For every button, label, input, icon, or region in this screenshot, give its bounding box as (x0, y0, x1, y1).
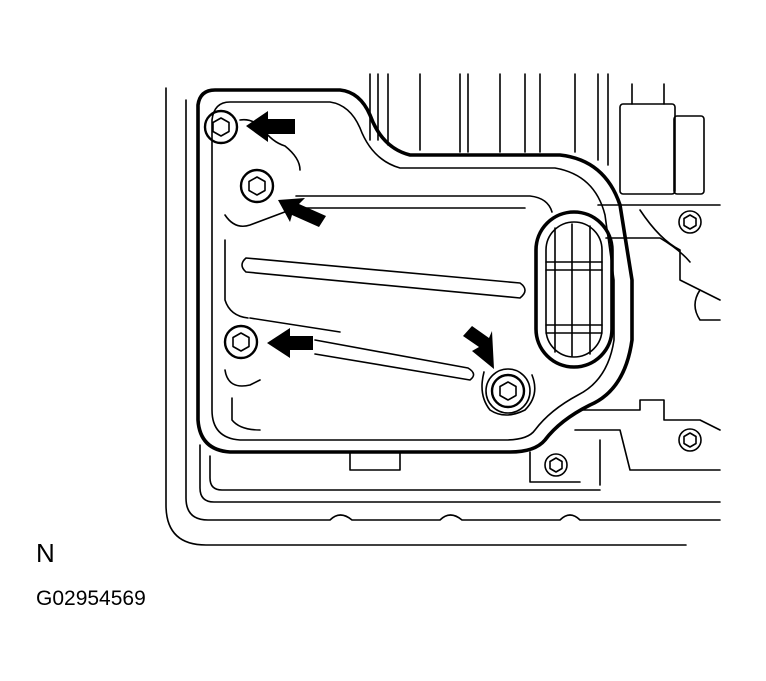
bolt (239, 168, 275, 204)
background-bolt (544, 453, 568, 477)
case-outline (165, 87, 721, 546)
valve-body-background (349, 73, 721, 486)
background-bolt (678, 428, 702, 452)
background-bolt (678, 210, 702, 234)
bolt (203, 109, 239, 145)
bolt (223, 324, 259, 360)
arrow (246, 111, 295, 142)
view-label: N (36, 538, 55, 568)
bolt (485, 368, 531, 414)
arrow (278, 198, 326, 227)
oil-strainer (196, 88, 634, 454)
arrow (267, 328, 313, 358)
bolt (490, 373, 526, 409)
figure-code: G02954569 (36, 587, 146, 610)
arrow (463, 326, 494, 369)
